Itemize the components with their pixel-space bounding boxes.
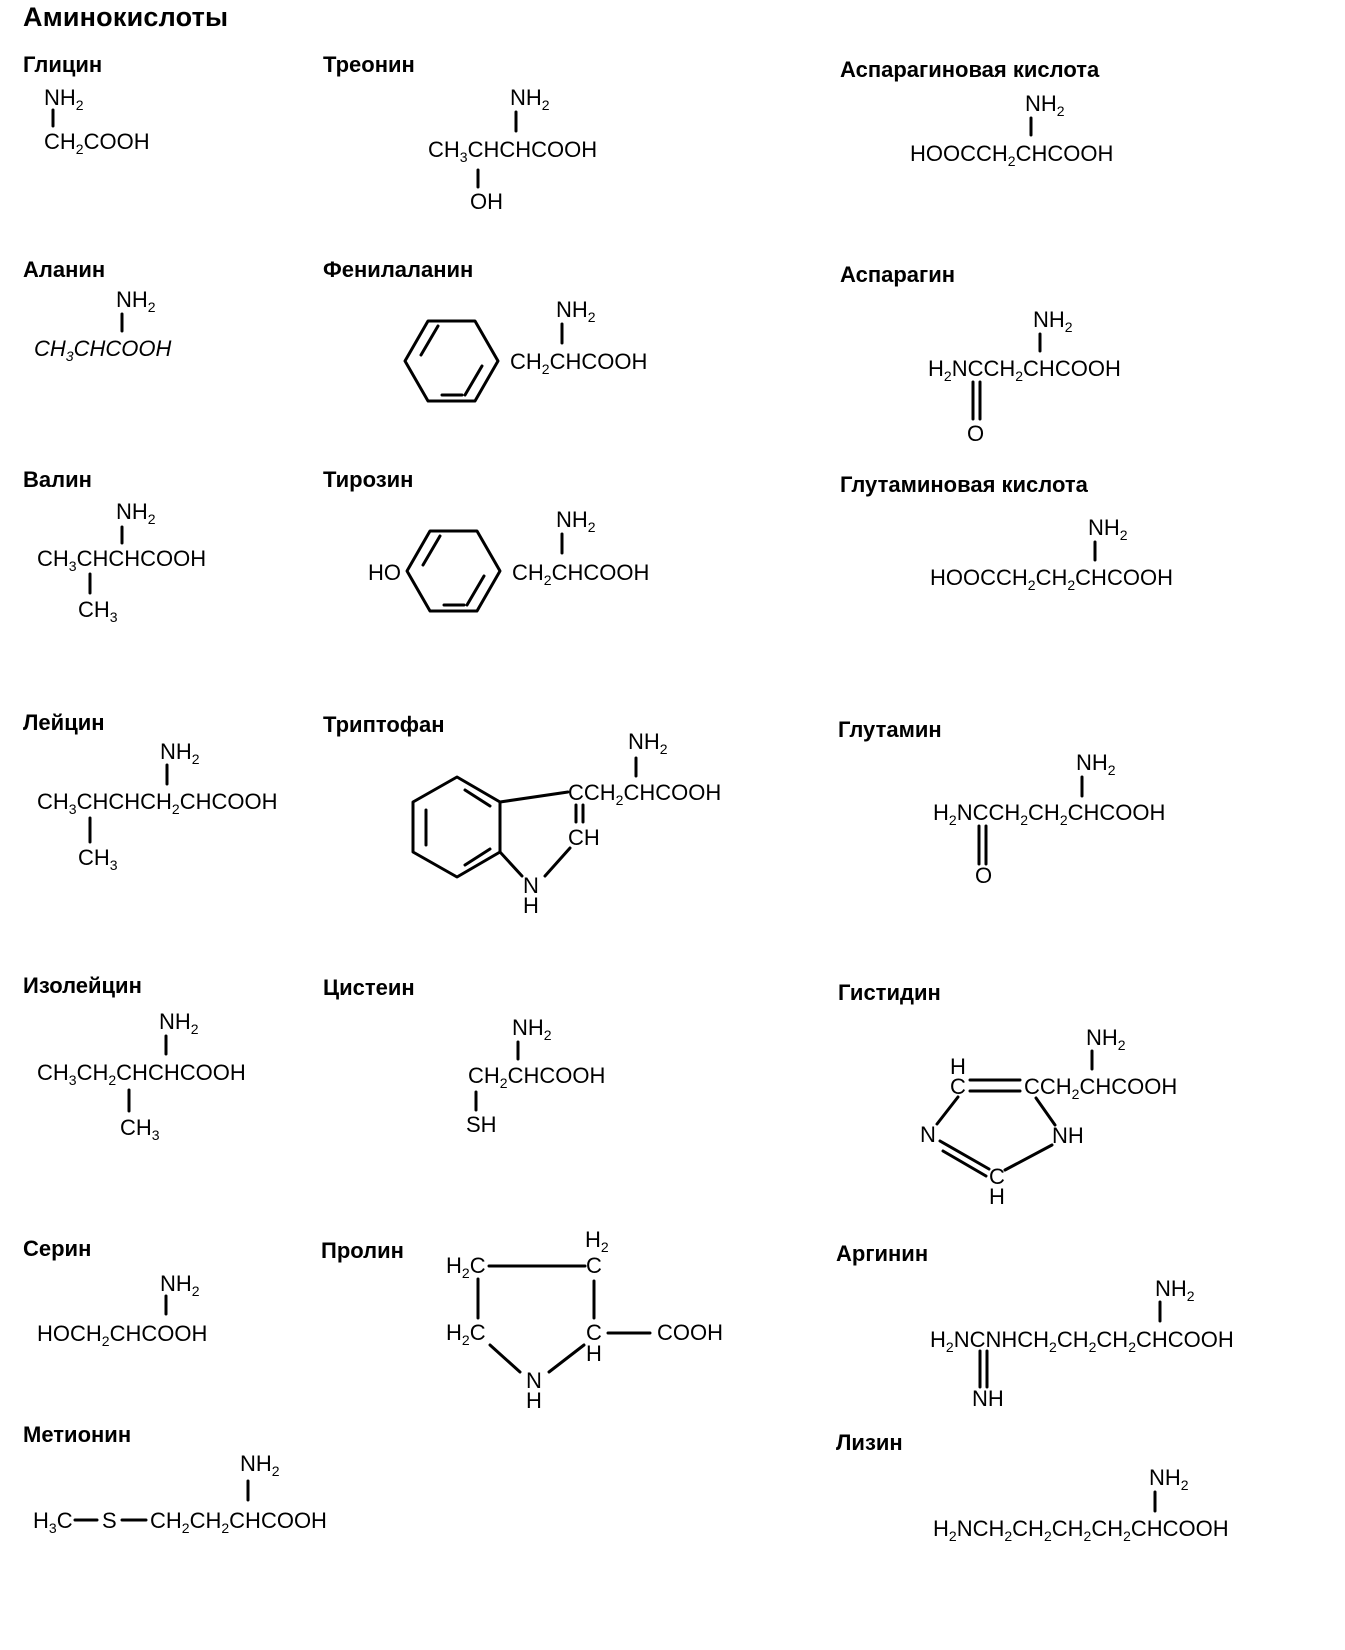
proline-ring-h2-top: H2 <box>585 1227 609 1255</box>
arginine-chain: H2NCNHCH2CH2CH2CHCOOH <box>930 1327 1234 1355</box>
asparagine-amino-group: NH2 <box>1033 307 1073 335</box>
histidine-amino-group: NH2 <box>1086 1025 1126 1053</box>
tyrosine-hydroxyl: HO <box>368 560 401 585</box>
name-isoleucine: Изолейцин <box>23 973 142 998</box>
valine-amino-group: NH2 <box>116 499 156 527</box>
name-tryptophan: Триптофан <box>323 712 445 737</box>
methionine-amino-group: NH2 <box>240 1451 280 1479</box>
proline-ring-h-alpha: H <box>586 1341 602 1366</box>
methionine-methyl: H3C <box>33 1508 73 1536</box>
leucine-amino-group: NH2 <box>160 739 200 767</box>
glutamine-chain: H2NCCH2CH2CHCOOH <box>933 800 1166 828</box>
tyrosine-chain: CH2CHCOOH <box>512 560 650 588</box>
threonine-hydroxyl: OH <box>470 189 503 214</box>
phenylalanine-chain: CH2CHCOOH <box>510 349 648 377</box>
histidine-ring-n: N <box>920 1122 936 1147</box>
histidine-ring-nh: NH <box>1052 1123 1084 1148</box>
tryptophan-amino-group: NH2 <box>628 729 668 757</box>
lysine-chain: H2NCH2CH2CH2CH2CHCOOH <box>933 1516 1229 1544</box>
name-leucine: Лейцин <box>23 710 105 735</box>
leucine-methyl: CH3 <box>78 845 118 873</box>
aspartic-amino-group: NH2 <box>1025 91 1065 119</box>
name-serine: Серин <box>23 1236 92 1261</box>
name-glutamic-acid: Глутаминовая кислота <box>840 472 1088 497</box>
name-phenylalanine: Фенилаланин <box>323 257 474 282</box>
name-methionine: Метионин <box>23 1422 132 1447</box>
tryptophan-ring-h: H <box>523 893 539 918</box>
glycine-chain: CH2COOH <box>44 129 150 157</box>
valine-methyl: CH3 <box>78 597 118 625</box>
methionine-sulfur: S <box>102 1508 117 1533</box>
glycine-amino-group: NH2 <box>44 85 84 113</box>
proline-ring-c-top-right: C <box>586 1253 602 1278</box>
threonine-amino-group: NH2 <box>510 85 550 113</box>
asparagine-chain: H2NCCH2CHCOOH <box>928 356 1121 384</box>
tyrosine-amino-group: NH2 <box>556 507 596 535</box>
proline-ring-ch2-top-left: H2C <box>446 1253 486 1281</box>
name-tyrosine: Тирозин <box>323 467 414 492</box>
arginine-amino-group: NH2 <box>1155 1276 1195 1304</box>
tryptophan-ring-n: N <box>523 873 539 898</box>
glutamine-amino-group: NH2 <box>1076 750 1116 778</box>
leucine-chain: CH3CHCHCH2CHCOOH <box>37 789 278 817</box>
methionine-chain: CH2CH2CHCOOH <box>150 1508 327 1536</box>
name-glycine: Глицин <box>23 52 103 77</box>
asparagine-oxygen: O <box>967 421 985 446</box>
histidine-ring-h-top: H <box>950 1054 966 1079</box>
alanine-amino-group: NH2 <box>116 287 156 315</box>
alanine-chain: CH3CHCOOH <box>34 336 172 364</box>
proline-ring-h: H <box>526 1388 542 1413</box>
isoleucine-amino-group: NH2 <box>159 1009 199 1037</box>
histidine-chain: CCH2CHCOOH <box>1024 1074 1178 1102</box>
phenylalanine-amino-group: NH2 <box>556 297 596 325</box>
name-threonine: Треонин <box>323 52 415 77</box>
lysine-amino-group: NH2 <box>1149 1465 1189 1493</box>
histidine-ring-c-bottom: C <box>989 1164 1005 1189</box>
name-asparagine: Аспарагин <box>840 262 956 287</box>
glutamine-oxygen: O <box>975 863 993 888</box>
tryptophan-ring-ch: CH <box>568 825 600 850</box>
name-lysine: Лизин <box>836 1430 903 1455</box>
histidine-ring-c: C <box>950 1074 966 1099</box>
isoleucine-chain: CH3CH2CHCHCOOH <box>37 1060 246 1088</box>
isoleucine-methyl: CH3 <box>120 1115 160 1143</box>
serine-amino-group: NH2 <box>160 1271 200 1299</box>
name-histidine: Гистидин <box>838 980 941 1005</box>
aspartic-chain: HOOCCH2CHCOOH <box>910 141 1114 169</box>
serine-chain: HOCH2CHCOOH <box>37 1321 208 1349</box>
proline-ring-n: N <box>526 1368 542 1393</box>
valine-chain: CH3CHCHCOOH <box>37 546 207 574</box>
name-aspartic-acid: Аспарагиновая кислота <box>840 57 1100 82</box>
cysteine-thiol: SH <box>466 1112 497 1137</box>
proline-ring-c-alpha: C <box>586 1320 602 1345</box>
arginine-imine: NH <box>972 1386 1004 1411</box>
threonine-chain: CH3CHCHCOOH <box>428 137 598 165</box>
histidine-ring-h-bottom: H <box>989 1184 1005 1209</box>
name-glutamine: Глутамин <box>838 717 942 742</box>
cysteine-amino-group: NH2 <box>512 1015 552 1043</box>
name-alanine: Аланин <box>23 257 106 282</box>
page-title: Аминокислоты <box>23 2 229 32</box>
name-proline: Пролин <box>321 1238 404 1263</box>
glutamic-chain: HOOCCH2CH2CHCOOH <box>930 565 1173 593</box>
name-valine: Валин <box>23 467 92 492</box>
name-cysteine: Цистеин <box>323 975 415 1000</box>
name-arginine: Аргинин <box>836 1241 929 1266</box>
tryptophan-chain: CCH2CHCOOH <box>568 780 722 808</box>
cysteine-chain: CH2CHCOOH <box>468 1063 606 1091</box>
proline-ring-ch2-bottom-left: H2C <box>446 1320 486 1348</box>
proline-carboxyl: COOH <box>657 1320 723 1345</box>
glutamic-amino-group: NH2 <box>1088 515 1128 543</box>
